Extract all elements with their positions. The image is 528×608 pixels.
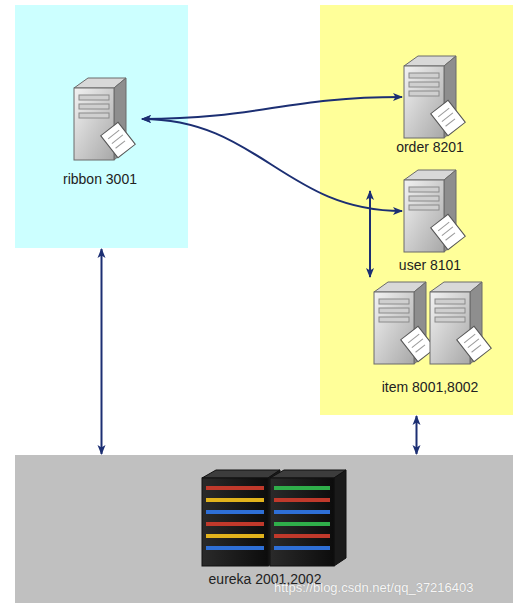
node-label: user 8101 [380,256,480,274]
rack-server [202,470,280,566]
server-node: order 8201 [380,52,480,158]
node-label: ribbon 3001 [50,170,150,188]
server-icon [50,74,150,164]
server-icon [360,278,500,368]
node-label: item 8001,8002 [360,378,500,396]
watermark: https://blog.csdn.net/qq_37216403 [274,580,474,595]
server-node: user 8101 [380,166,480,276]
server-node: ribbon 3001 [50,74,150,190]
connector-arrow [142,97,402,119]
connector-arrow [101,249,103,454]
connector-arrow [142,119,402,211]
connector-arrow [369,191,371,277]
connector-arrow [416,416,418,454]
client-region: ribbon 3001 [15,5,188,248]
service-region: order 8201 user 8101 item 8001,8002 [320,5,513,415]
server-node: item 8001,8002 [360,278,500,398]
rack-server [270,470,346,566]
node-label: order 8201 [380,138,480,156]
